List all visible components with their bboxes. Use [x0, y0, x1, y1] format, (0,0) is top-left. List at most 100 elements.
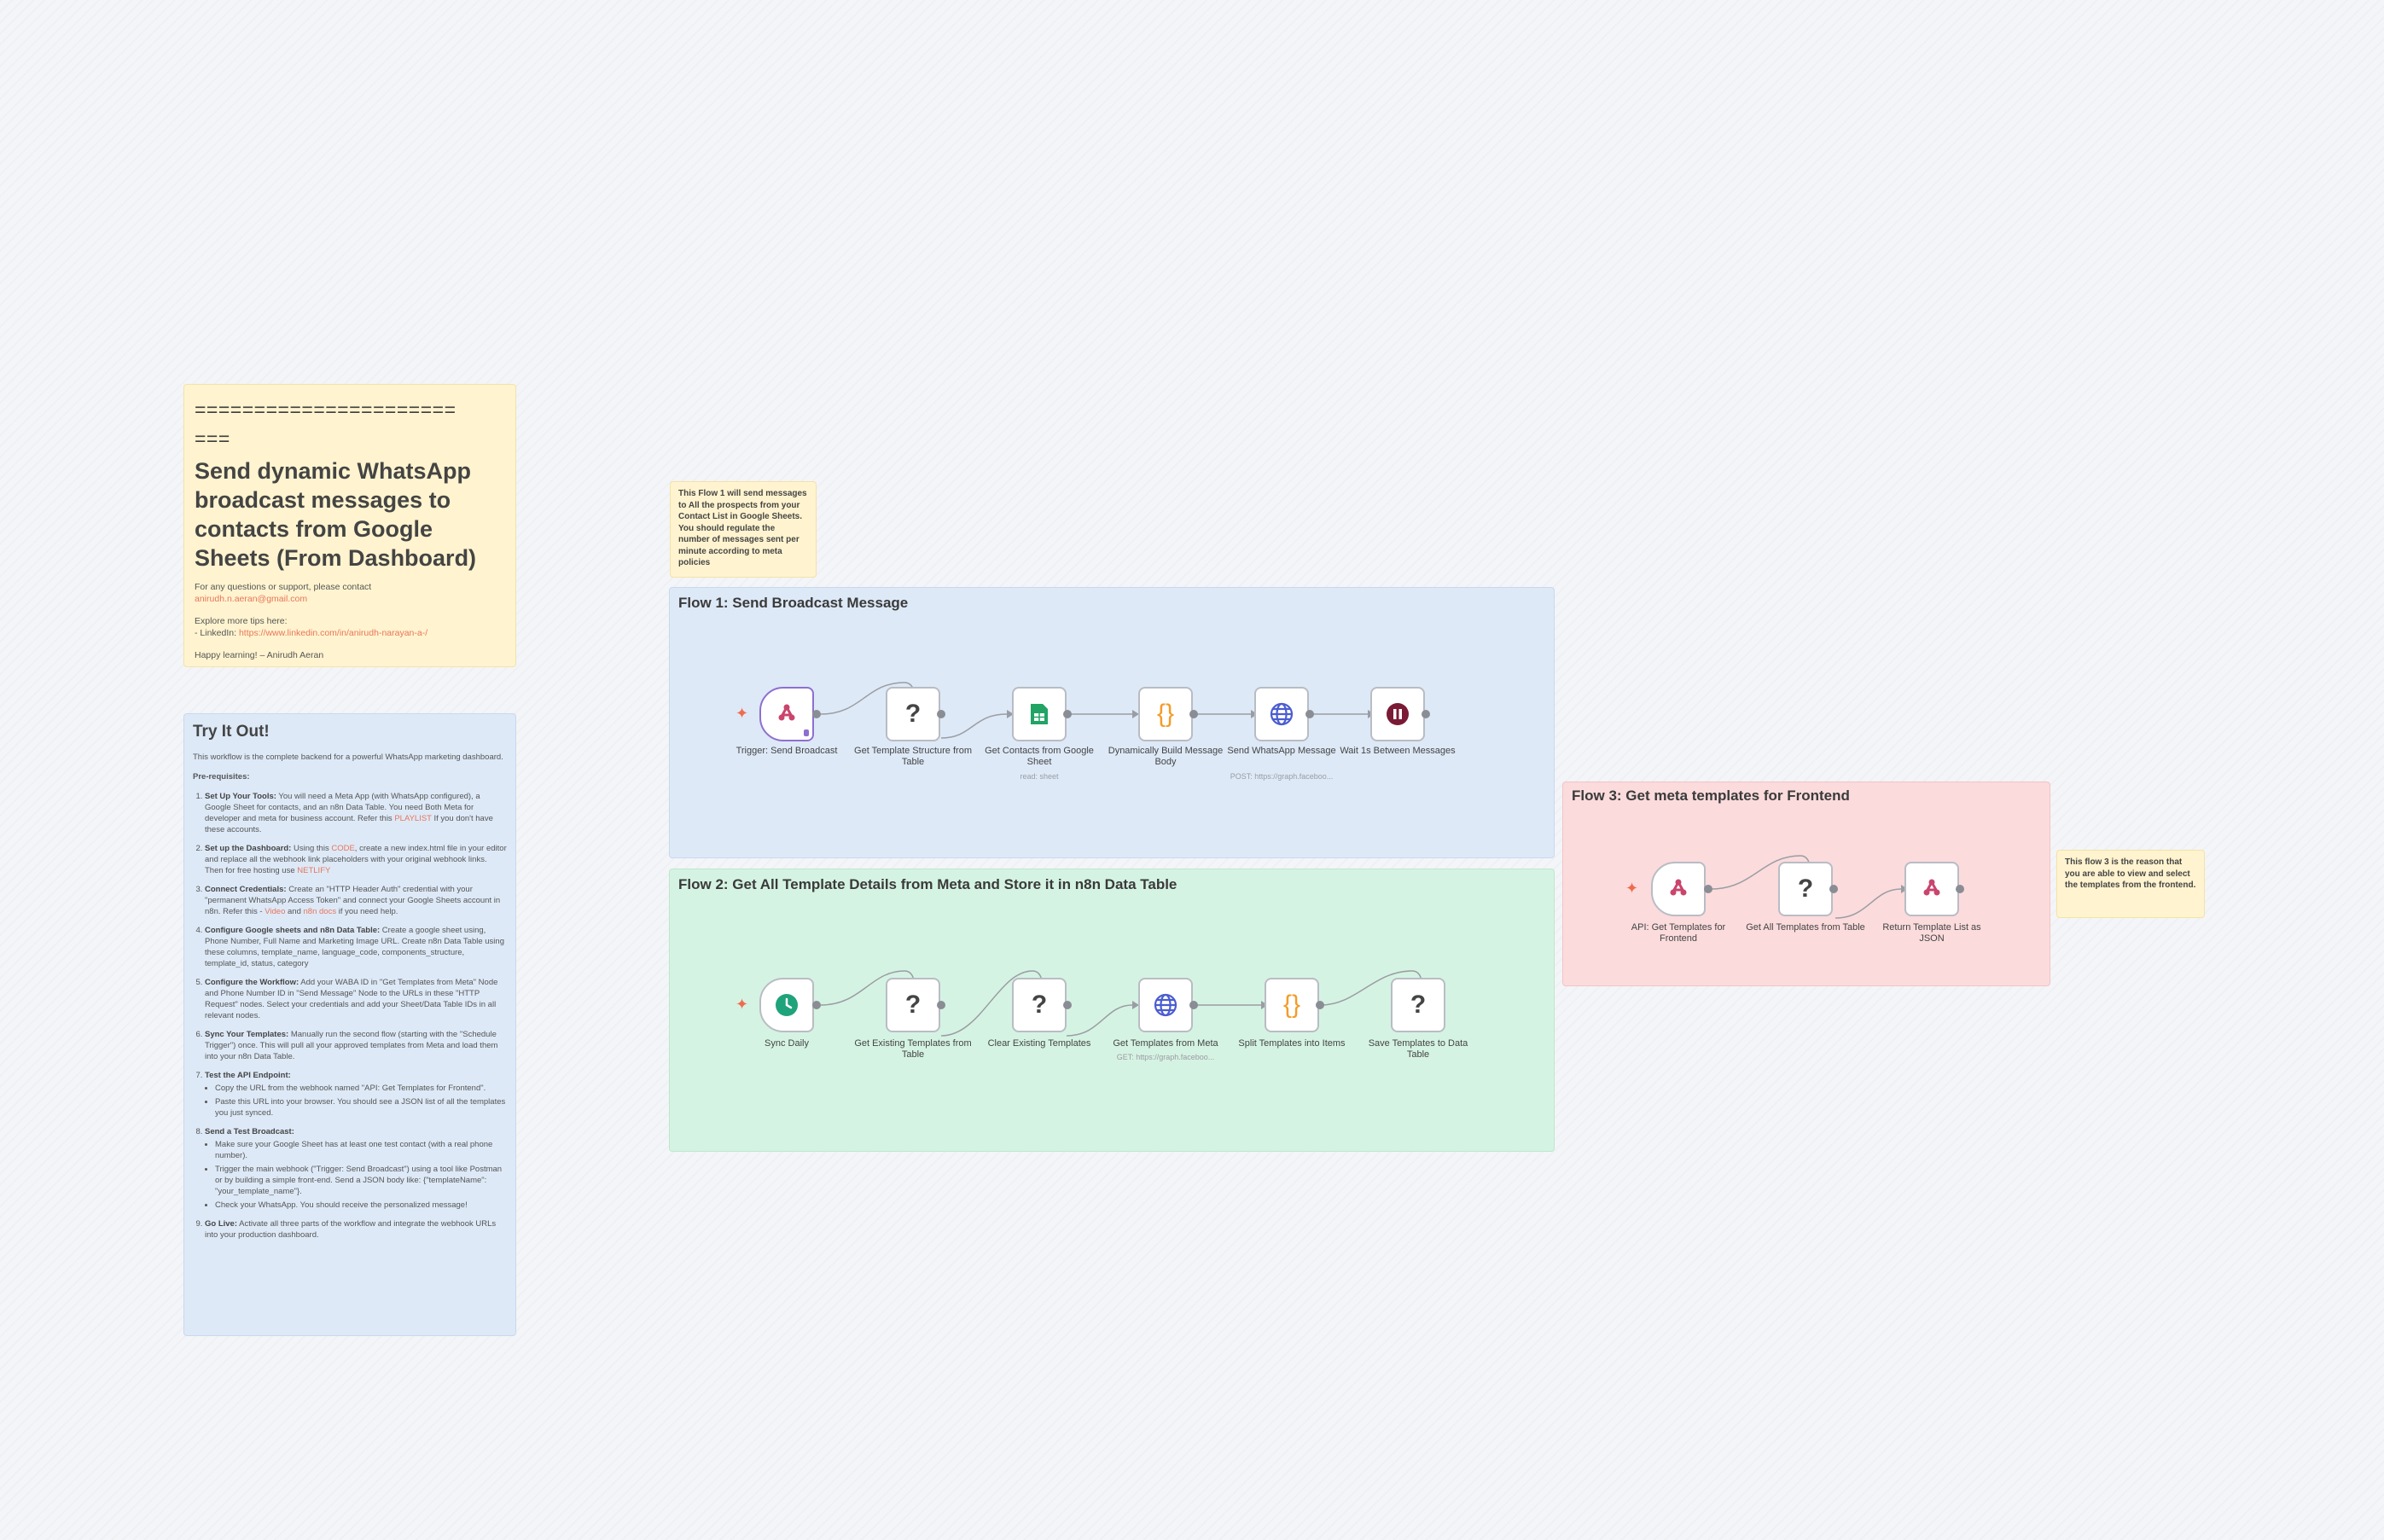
prereq-heading: Pre-requisites:	[193, 772, 250, 782]
node-send-whatsapp-message[interactable]	[1254, 687, 1309, 741]
linkedin-label: - LinkedIn:	[195, 628, 239, 638]
bullet-item: Trigger the main webhook ("Trigger: Send…	[215, 1164, 507, 1197]
signoff-text: Happy learning! – Anirudh Aeran	[195, 650, 324, 660]
step-item: Set up the Dashboard: Using this CODE, c…	[205, 843, 507, 876]
node-label: API: Get Templates for Frontend	[1631, 922, 1726, 944]
step-head: Configure the Workflow:	[205, 978, 299, 987]
node-label: Clear Existing Templates	[987, 1038, 1091, 1049]
step8-bullets: Make sure your Google Sheet has at least…	[205, 1139, 507, 1211]
node-get-all-templates[interactable]: ?	[1778, 862, 1833, 916]
node-label: Return Template List as JSON	[1882, 922, 1981, 944]
step-item: Sync Your Templates: Manually run the se…	[205, 1029, 507, 1062]
linkedin-link[interactable]: https://www.linkedin.com/in/anirudh-nara…	[238, 628, 428, 638]
bullet-item: Check your WhatsApp. You should receive …	[215, 1200, 507, 1211]
question-icon: ?	[1031, 991, 1048, 1019]
flow1-title: Flow 1: Send Broadcast Message	[678, 595, 909, 611]
step-body: Create an "HTTP Header Auth" credential …	[205, 885, 501, 916]
support-email-link[interactable]: anirudh.n.aeran@gmail.com	[195, 594, 308, 604]
node-wait-between-messages[interactable]	[1370, 687, 1425, 741]
code-link[interactable]: CODE	[331, 844, 355, 853]
node-label: Get Templates from Meta	[1113, 1038, 1218, 1049]
node-label: Get Contacts from Google Sheet	[985, 746, 1094, 767]
node-return-template-list[interactable]	[1904, 862, 1959, 916]
try-it-title: Try It Out!	[193, 723, 270, 741]
step-head: Test the API Endpoint:	[205, 1071, 291, 1080]
intro-sticky-note[interactable]: ====================== === Send dynamic …	[183, 384, 516, 667]
step-head: Set up the Dashboard:	[205, 844, 292, 853]
netlify-link[interactable]: NETLIFY	[297, 866, 331, 875]
step-item: Configure Google sheets and n8n Data Tab…	[205, 925, 507, 969]
node-get-template-structure[interactable]: ?	[886, 687, 940, 741]
output-port[interactable]	[1063, 710, 1072, 718]
google-sheets-icon	[1031, 704, 1048, 724]
output-port[interactable]	[1305, 710, 1314, 718]
linkedin-line: - LinkedIn: https://www.linkedin.com/in/…	[195, 627, 505, 639]
output-port[interactable]	[1189, 710, 1198, 718]
output-port[interactable]	[1704, 885, 1712, 893]
output-port[interactable]	[1316, 1001, 1324, 1009]
output-port[interactable]	[1189, 1001, 1198, 1009]
step-head: Connect Credentials:	[205, 885, 287, 894]
node-build-message-body[interactable]: {}	[1138, 687, 1193, 741]
steps-list: Set Up Your Tools: You will need a Meta …	[193, 791, 507, 1241]
flow3-sticky-text: This flow 3 is the reason that you are a…	[2065, 857, 2196, 890]
webhook-icon	[1670, 879, 1687, 896]
output-port[interactable]	[937, 710, 945, 718]
node-label: Get All Templates from Table	[1746, 922, 1865, 933]
globe-icon	[1270, 702, 1294, 726]
flow3-sticky-note[interactable]: This flow 3 is the reason that you are a…	[2056, 850, 2205, 918]
step-head: Go Live:	[205, 1219, 238, 1229]
step-item: Test the API Endpoint: Copy the URL from…	[205, 1070, 507, 1119]
node-get-templates-from-meta[interactable]	[1138, 978, 1193, 1032]
trigger-bolt-icon: ✦	[1625, 880, 1639, 897]
output-port[interactable]	[1829, 885, 1838, 893]
question-icon: ?	[1410, 991, 1427, 1019]
step-tail: If you don't have these accounts.	[205, 814, 493, 834]
question-icon: ?	[1797, 875, 1814, 903]
node-sync-daily[interactable]	[759, 978, 814, 1032]
node-save-templates-data-table[interactable]: ?	[1391, 978, 1445, 1032]
separator-line: ======================	[195, 398, 456, 421]
code-braces-icon: {}	[1156, 700, 1175, 728]
node-trigger-send-broadcast[interactable]	[759, 687, 814, 741]
workflow-title: Send dynamic WhatsApp broadcast messages…	[195, 458, 477, 571]
pause-icon	[1387, 703, 1409, 725]
separator-line-2: ===	[195, 427, 230, 450]
output-port[interactable]	[812, 1001, 821, 1009]
step-body: Add your WABA ID in "Get Templates from …	[205, 978, 498, 1020]
step-head: Set Up Your Tools:	[205, 792, 276, 801]
question-icon: ?	[904, 700, 922, 728]
node-split-templates[interactable]: {}	[1265, 978, 1319, 1032]
node-get-contacts-sheet[interactable]	[1012, 687, 1067, 741]
globe-icon	[1154, 993, 1177, 1017]
n8n-docs-link[interactable]: n8n docs	[303, 907, 337, 916]
flow1-sticky-note[interactable]: This Flow 1 will send messages to All th…	[670, 481, 817, 578]
output-port[interactable]	[1956, 885, 1964, 893]
output-port[interactable]	[937, 1001, 945, 1009]
step-head: Send a Test Broadcast:	[205, 1127, 294, 1136]
node-label: Send WhatsApp Message	[1227, 746, 1336, 756]
try-it-out-note[interactable]: Try It Out! This workflow is the complet…	[183, 713, 516, 1336]
output-port[interactable]	[812, 710, 821, 718]
step-body: Create a google sheet using, Phone Numbe…	[205, 926, 504, 968]
node-clear-existing-templates[interactable]: ?	[1012, 978, 1067, 1032]
node-label: Wait 1s Between Messages	[1340, 746, 1456, 756]
support-text: For any questions or support, please con…	[195, 582, 372, 592]
node-label: Get Existing Templates from Table	[854, 1038, 972, 1060]
step-body: Manually run the second flow (starting w…	[205, 1030, 498, 1061]
try-it-intro: This workflow is the complete backend fo…	[193, 753, 503, 762]
node-api-get-templates[interactable]	[1651, 862, 1706, 916]
step-body: You will need a Meta App (with WhatsApp …	[205, 792, 480, 823]
node-label: Trigger: Send Broadcast	[736, 746, 838, 756]
video-link[interactable]: Video	[265, 907, 286, 916]
output-port[interactable]	[1422, 710, 1430, 718]
code-braces-icon: {}	[1282, 991, 1301, 1019]
flow3-title: Flow 3: Get meta templates for Frontend	[1572, 787, 1850, 804]
playlist-link[interactable]: PLAYLIST	[394, 814, 432, 823]
node-label: Split Templates into Items	[1238, 1038, 1346, 1049]
node-label: Get Template Structure from Table	[854, 746, 972, 767]
node-label: Dynamically Build Message Body	[1108, 746, 1224, 767]
step-item: Connect Credentials: Create an "HTTP Hea…	[205, 884, 507, 917]
node-get-existing-templates[interactable]: ?	[886, 978, 940, 1032]
output-port[interactable]	[1063, 1001, 1072, 1009]
